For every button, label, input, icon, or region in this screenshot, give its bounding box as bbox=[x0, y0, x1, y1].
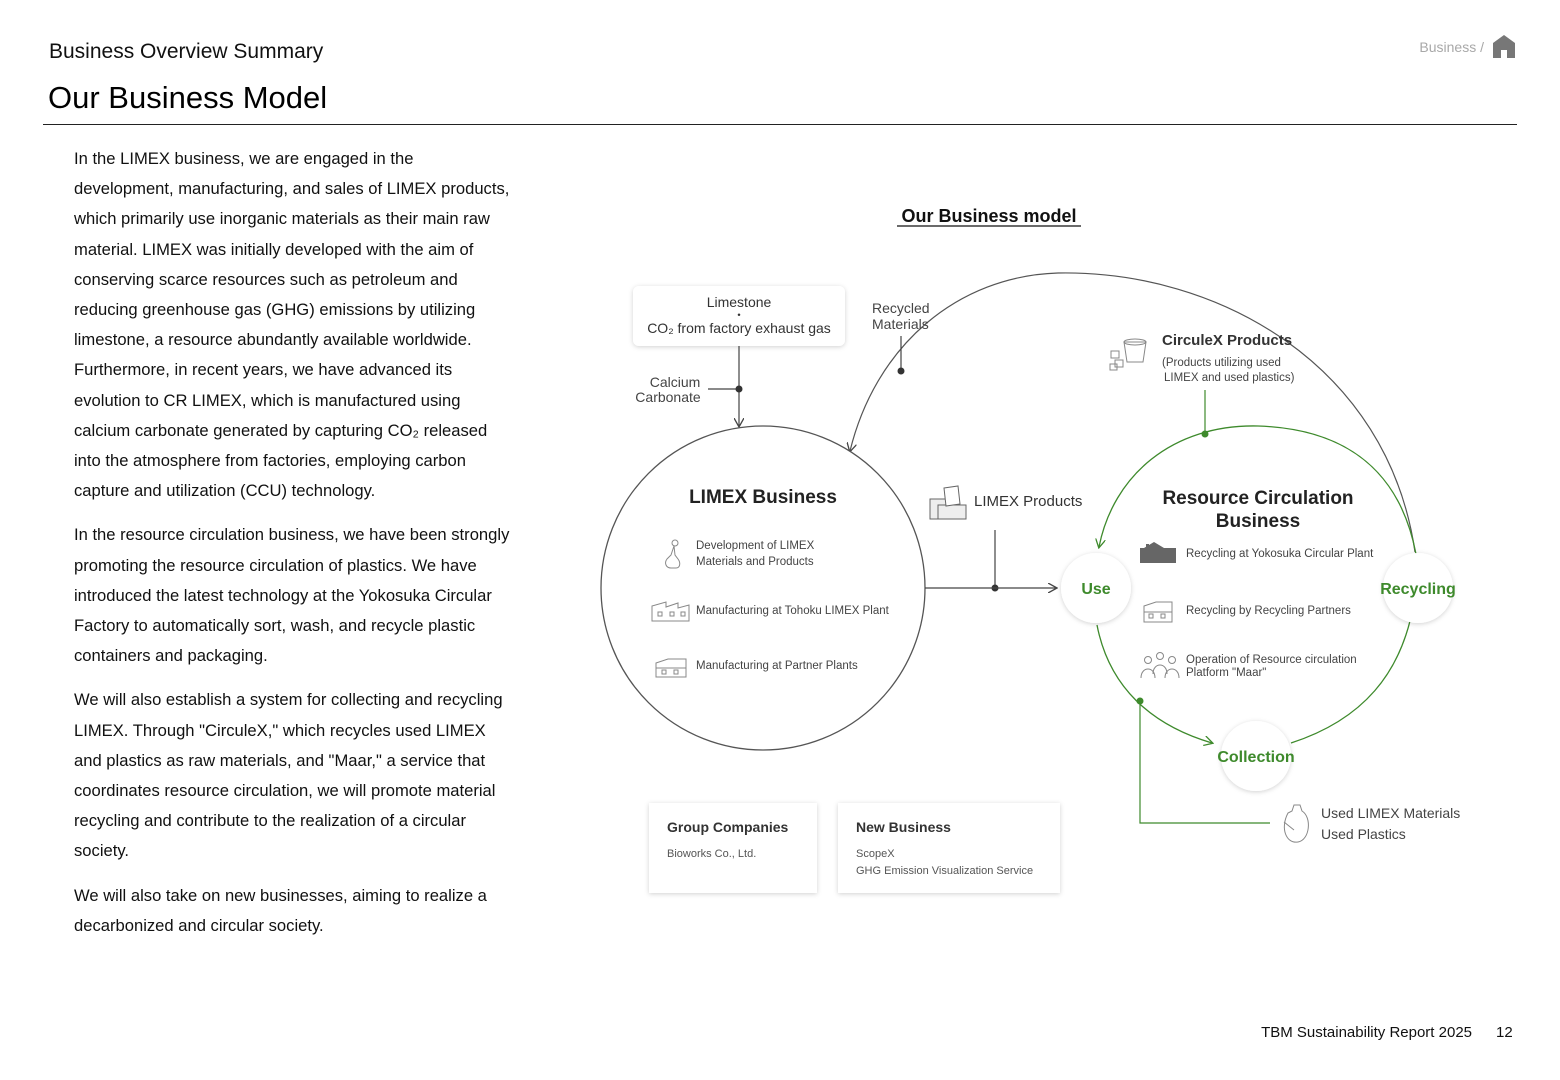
group-companies-item: Bioworks Co., Ltd. bbox=[667, 848, 756, 860]
collection-node bbox=[1221, 721, 1291, 791]
new-business-item: GHG Emission Visualization Service bbox=[856, 865, 1033, 877]
resource-item-3: Platform "Maar" bbox=[1186, 667, 1266, 679]
input-box bbox=[633, 286, 845, 346]
use-node-label: Use bbox=[1081, 581, 1110, 598]
input-limestone: Limestone bbox=[707, 294, 772, 310]
circulex-title: CirculeX Products bbox=[1162, 332, 1292, 349]
calcium-dot bbox=[735, 385, 743, 393]
resource-business-title: Business bbox=[1216, 511, 1300, 532]
limex-item-1: Development of LIMEX bbox=[696, 540, 815, 552]
circulex-desc: LIMEX and used plastics) bbox=[1164, 372, 1295, 384]
paragraph: We will also take on new businesses, aim… bbox=[74, 885, 487, 935]
limex-item-3: Manufacturing at Partner Plants bbox=[696, 660, 858, 672]
resource-item-1: Recycling at Yokosuka Circular Plant bbox=[1186, 548, 1374, 560]
recycling-node-label: Recycling bbox=[1380, 581, 1456, 598]
circulation-arc-recycling-to-use bbox=[1099, 425, 1417, 555]
limex-item-2: Manufacturing at Tohoku LIMEX Plant bbox=[696, 605, 890, 617]
footer-report-name: TBM Sustainability Report 2025 bbox=[1261, 1024, 1472, 1041]
home-icon[interactable] bbox=[1492, 34, 1516, 58]
page-title: Our Business Model bbox=[48, 80, 328, 115]
page-number: 12 bbox=[1496, 1024, 1513, 1041]
recycled-label: Recycled bbox=[872, 300, 930, 316]
group-companies-title: Group Companies bbox=[667, 819, 789, 835]
recycled-label: Materials bbox=[872, 316, 929, 332]
circulation-arc-collection-to-recycling bbox=[1290, 602, 1414, 744]
used-materials-connector bbox=[1139, 701, 1270, 824]
limex-business-circle bbox=[600, 425, 926, 751]
resource-business-title: Resource Circulation bbox=[1162, 488, 1353, 509]
new-business-item: ScopeX bbox=[856, 848, 895, 860]
limex-products-label: LIMEX Products bbox=[974, 493, 1082, 510]
recycling-node bbox=[1383, 553, 1453, 623]
plant-icon bbox=[1140, 542, 1176, 563]
factory-icon bbox=[655, 658, 687, 678]
limex-item-1: Materials and Products bbox=[696, 556, 814, 568]
diagram-title: Our Business model bbox=[901, 206, 1076, 226]
paragraph: In the resource circulation business, we… bbox=[74, 525, 510, 666]
business-model-diagram: Our Business model Limestone ・ CO₂ from … bbox=[598, 200, 1498, 910]
people-icon bbox=[1140, 652, 1180, 679]
paragraph: We will also establish a system for coll… bbox=[74, 690, 503, 861]
factory-icon bbox=[1143, 601, 1173, 623]
used-materials-label: Used Plastics bbox=[1321, 826, 1406, 842]
title-divider bbox=[43, 124, 1517, 125]
section-label: Business Overview Summary bbox=[49, 40, 324, 63]
recycled-dot bbox=[897, 367, 905, 375]
flask-icon bbox=[665, 539, 681, 569]
group-companies-box bbox=[649, 803, 817, 893]
calcium-label: Calcium bbox=[650, 374, 701, 390]
resource-item-2: Recycling by Recycling Partners bbox=[1186, 605, 1351, 617]
use-node bbox=[1061, 553, 1131, 623]
circulex-desc: (Products utilizing used bbox=[1162, 357, 1281, 369]
input-co2: CO₂ from factory exhaust gas bbox=[647, 320, 831, 336]
products-icon bbox=[929, 485, 967, 520]
used-materials-dot bbox=[1136, 697, 1144, 705]
recycled-materials-arc bbox=[850, 272, 1416, 553]
factory-icon bbox=[651, 601, 690, 622]
calcium-label: Carbonate bbox=[635, 389, 701, 405]
trash-bag-icon bbox=[1283, 804, 1309, 843]
new-business-title: New Business bbox=[856, 819, 951, 835]
paragraph: In the LIMEX business, we are engaged in… bbox=[74, 149, 510, 501]
circulation-arc-use-to-collection bbox=[1096, 624, 1212, 743]
limex-business-title: LIMEX Business bbox=[689, 487, 837, 508]
breadcrumb-business[interactable]: Business / bbox=[1419, 39, 1484, 55]
input-separator: ・ bbox=[733, 308, 745, 322]
new-business-box bbox=[838, 803, 1060, 893]
circulex-icon bbox=[1109, 338, 1147, 371]
collection-node-label: Collection bbox=[1217, 749, 1294, 766]
body-text: In the LIMEX business, we are engaged in… bbox=[74, 144, 514, 955]
resource-item-3: Operation of Resource circulation bbox=[1186, 654, 1357, 666]
used-materials-label: Used LIMEX Materials bbox=[1321, 805, 1460, 821]
